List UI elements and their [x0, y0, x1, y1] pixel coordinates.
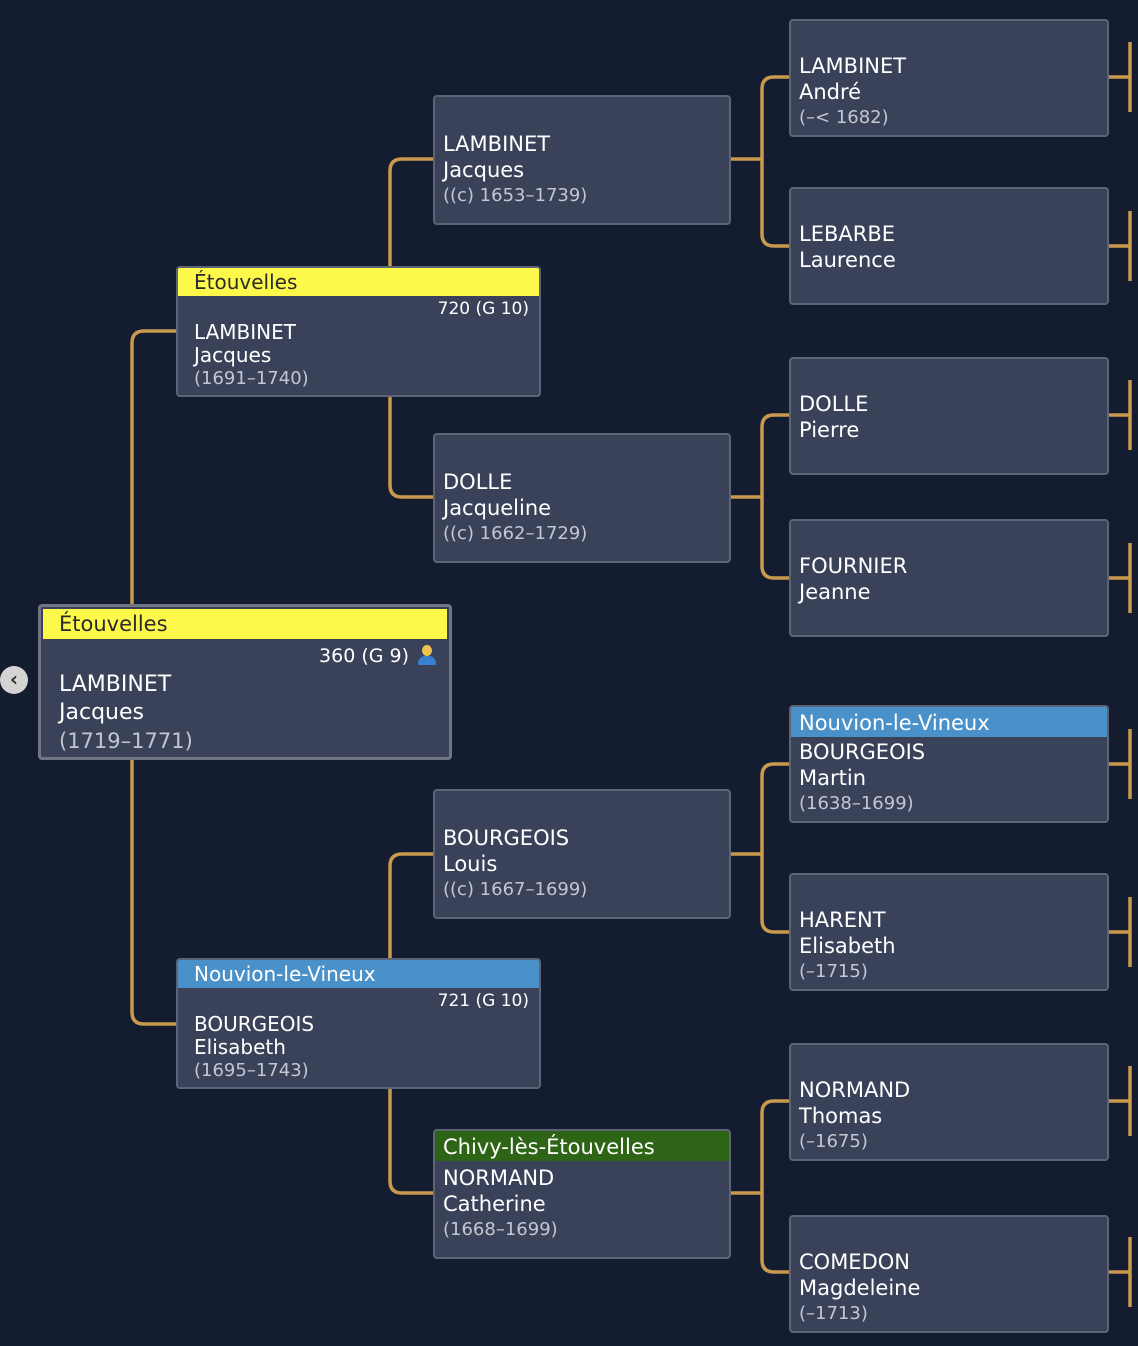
place-banner: Nouvion-le-Vineux [791, 707, 1107, 737]
given-name: Catherine [443, 1192, 546, 1216]
life-dates: (1719–1771) [59, 729, 193, 753]
surname: LAMBINET [443, 132, 551, 156]
person-card-great-grandparent-7[interactable]: NORMAND Thomas (–1675) [789, 1043, 1109, 1161]
person-card-grandparent-1[interactable]: LAMBINET Jacques ((c) 1653–1739) [433, 95, 731, 225]
place-banner: Nouvion-le-Vineux [178, 960, 539, 988]
back-button[interactable]: ‹ [0, 666, 28, 694]
given-name: Louis [443, 852, 498, 876]
person-card-grandparent-3[interactable]: BOURGEOIS Louis ((c) 1667–1699) [433, 789, 731, 919]
life-dates: (1691–1740) [194, 368, 309, 389]
person-card-great-grandparent-1[interactable]: LAMBINET André (–< 1682) [789, 19, 1109, 137]
connector-root-parents [130, 329, 176, 1026]
given-name: Jacques [59, 700, 144, 725]
surname: LAMBINET [799, 54, 907, 78]
life-dates: (–< 1682) [799, 107, 889, 128]
chevron-left-icon: ‹ [9, 667, 19, 691]
surname: BOURGEOIS [194, 1012, 315, 1036]
surname: LAMBINET [194, 320, 296, 344]
given-name: Laurence [799, 248, 896, 272]
life-dates: ((c) 1667–1699) [443, 879, 588, 900]
place-banner: Étouvelles [178, 268, 539, 296]
person-icon [417, 645, 437, 665]
connector-gp1 [730, 75, 790, 248]
sosa-number: 720 (G 10) [437, 299, 529, 319]
connector-stubs [1108, 42, 1132, 1307]
person-card-great-grandparent-6[interactable]: HARENT Elisabeth (–1715) [789, 873, 1109, 991]
given-name: Jacqueline [443, 496, 552, 520]
given-name: Thomas [799, 1104, 883, 1128]
surname: NORMAND [443, 1166, 555, 1190]
person-card-great-grandparent-8[interactable]: COMEDON Magdeleine (–1713) [789, 1215, 1109, 1333]
place-banner: Chivy-lès-Étouvelles [435, 1131, 729, 1161]
person-card-great-grandparent-5[interactable]: Nouvion-le-Vineux BOURGEOIS Martin (1638… [789, 705, 1109, 823]
life-dates: (–1675) [799, 1131, 868, 1152]
given-name: Pierre [799, 418, 860, 442]
connector-gp2 [730, 413, 790, 580]
given-name: Jeanne [799, 580, 871, 604]
surname: BOURGEOIS [443, 826, 570, 850]
given-name: Jacques [443, 158, 525, 182]
life-dates: ((c) 1653–1739) [443, 185, 588, 206]
person-card-parent-1[interactable]: Étouvelles 720 (G 10) LAMBINET Jacques (… [176, 266, 541, 397]
connector-gp3 [730, 762, 790, 934]
given-name: Elisabeth [194, 1035, 286, 1059]
given-name: Jacques [194, 343, 272, 367]
life-dates: (1638–1699) [799, 793, 914, 814]
life-dates: (1695–1743) [194, 1060, 309, 1081]
sosa-number: 721 (G 10) [437, 991, 529, 1011]
connector-parent2 [388, 852, 434, 1195]
surname: BOURGEOIS [799, 740, 926, 764]
person-card-great-grandparent-4[interactable]: FOURNIER Jeanne [789, 519, 1109, 637]
person-card-great-grandparent-2[interactable]: LEBARBE Laurence [789, 187, 1109, 305]
life-dates: (1668–1699) [443, 1219, 558, 1240]
person-card-great-grandparent-3[interactable]: DOLLE Pierre [789, 357, 1109, 475]
given-name: Martin [799, 766, 866, 790]
surname: LEBARBE [799, 222, 896, 246]
sosa-label: 360 (G 9) [319, 645, 409, 667]
surname: FOURNIER [799, 554, 908, 578]
life-dates: (–1715) [799, 961, 868, 982]
surname: LAMBINET [59, 672, 172, 697]
sosa-number: 360 (G 9) [319, 645, 437, 667]
surname: NORMAND [799, 1078, 911, 1102]
surname: DOLLE [799, 392, 869, 416]
given-name: André [799, 80, 862, 104]
surname: DOLLE [443, 470, 513, 494]
place-banner: Étouvelles [43, 609, 447, 639]
connector-gp4 [730, 1099, 790, 1274]
person-card-parent-2[interactable]: Nouvion-le-Vineux 721 (G 10) BOURGEOIS E… [176, 958, 541, 1089]
surname: HARENT [799, 908, 886, 932]
life-dates: (–1713) [799, 1303, 868, 1324]
connector-parent1 [388, 157, 434, 499]
person-card-grandparent-4[interactable]: Chivy-lès-Étouvelles NORMAND Catherine (… [433, 1129, 731, 1259]
person-card-root[interactable]: Étouvelles 360 (G 9) LAMBINET Jacques (1… [38, 604, 452, 760]
surname: COMEDON [799, 1250, 910, 1274]
life-dates: ((c) 1662–1729) [443, 523, 588, 544]
given-name: Elisabeth [799, 934, 896, 958]
given-name: Magdeleine [799, 1276, 921, 1300]
person-card-grandparent-2[interactable]: DOLLE Jacqueline ((c) 1662–1729) [433, 433, 731, 563]
